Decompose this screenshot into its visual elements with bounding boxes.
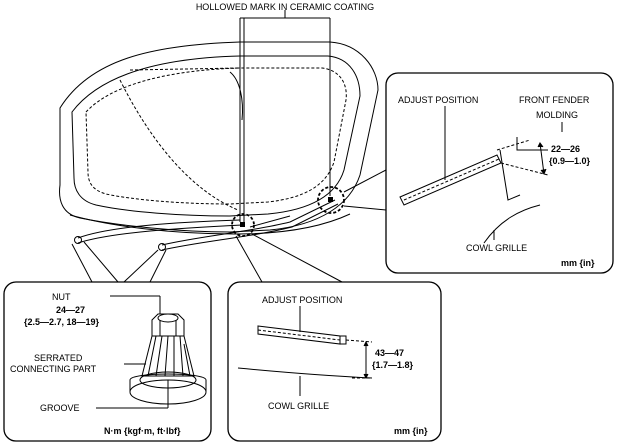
center-adjust-position-label: ADJUST POSITION [262,295,342,305]
panel-center-connector [235,233,343,283]
panel-nut-connector-a [71,241,119,283]
center-unit-label: mm {in} [394,426,428,436]
fender-unit-label: mm {in} [561,258,595,268]
panel-center-drawing [237,306,373,396]
center-cowl-grille-label: COWL GRILLE [268,401,329,411]
panel-center-frame [227,281,442,442]
fender-cowl-grille-label: COWL GRILLE [466,243,527,253]
center-gap-value: 43—47 [375,348,404,358]
fender-adjust-position-label: ADJUST POSITION [398,95,478,105]
nut-torque-alt-value: {2.5—2.7, 18—19} [24,317,100,327]
panel-fender-frame [385,72,614,274]
panel-fender-drawing [399,106,563,244]
serrated-label-line2: CONNECTING PART [10,364,97,374]
windshield-drawing [59,41,379,251]
hollowed-mark-circle-center [231,213,255,237]
hollowed-mark-label: HOLLOWED MARK IN CERAMIC COATING [196,2,374,12]
panel-nut-drawing [96,295,207,409]
panel-nut-connector-b [123,249,167,283]
top-callout-leader [239,10,331,222]
nut-torque-value: 24—27 [56,305,85,315]
panel-fender-connector [343,169,387,211]
fender-gap-value-in: {0.9—1.0} [549,156,591,166]
center-gap-value-in: {1.7—1.8} [372,360,414,370]
front-fender-label-line1: FRONT FENDER [519,95,590,105]
nut-label: NUT [52,292,71,302]
nut-unit-label: N·m {kgf·m, ft·lbf} [104,426,181,436]
groove-label: GROOVE [40,403,80,413]
hollowed-mark-circle-right [317,186,345,214]
front-fender-label-line2: MOLDING [536,110,578,120]
fender-gap-value: 22—26 [551,144,580,154]
serrated-label-line1: SERRATED [34,353,83,363]
panel-nut-frame [3,281,212,442]
